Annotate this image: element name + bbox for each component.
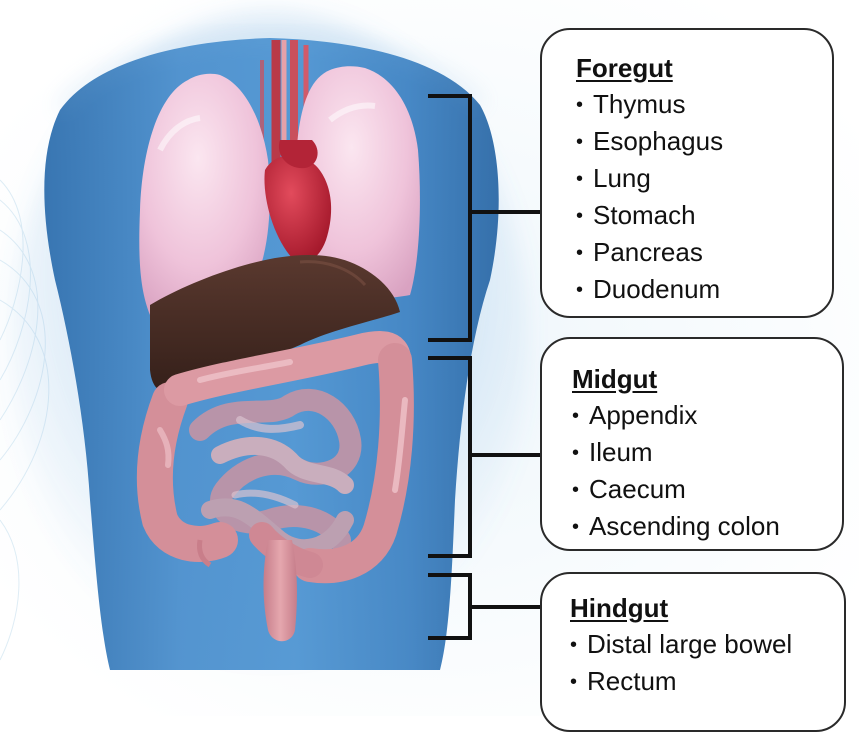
list-item: Appendix <box>572 397 842 434</box>
list-item: Duodenum <box>576 271 832 308</box>
list-item: Esophagus <box>576 123 832 160</box>
midgut-box: Midgut Appendix Ileum Caecum Ascending c… <box>540 337 844 551</box>
list-item: Caecum <box>572 471 842 508</box>
list-item: Lung <box>576 160 832 197</box>
foregut-title: Foregut <box>576 50 832 86</box>
list-item: Thymus <box>576 86 832 123</box>
foregut-box: Foregut Thymus Esophagus Lung Stomach Pa… <box>540 28 834 318</box>
midgut-title: Midgut <box>572 361 842 397</box>
list-item: Stomach <box>576 197 832 234</box>
list-item: Distal large bowel <box>570 626 844 663</box>
hindgut-title: Hindgut <box>570 590 844 626</box>
list-item: Ascending colon <box>572 508 842 545</box>
hindgut-list: Distal large bowel Rectum <box>570 626 844 700</box>
list-item: Rectum <box>570 663 844 700</box>
midgut-list: Appendix Ileum Caecum Ascending colon <box>572 397 842 545</box>
foregut-list: Thymus Esophagus Lung Stomach Pancreas D… <box>576 86 832 308</box>
list-item: Pancreas <box>576 234 832 271</box>
list-item: Ileum <box>572 434 842 471</box>
hindgut-box: Hindgut Distal large bowel Rectum <box>540 572 846 732</box>
